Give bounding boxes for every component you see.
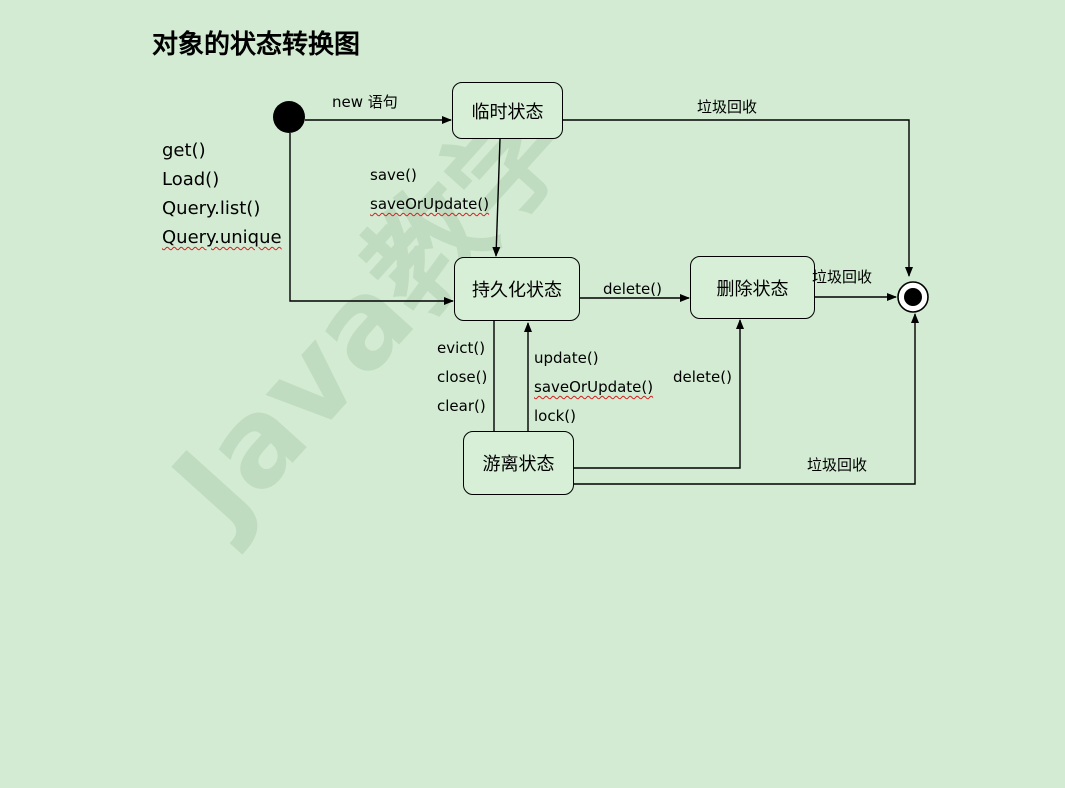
state-diagram: Java教学 对象的状态转换图 临时状态 <box>147 30 929 553</box>
state-detached: 游离状态 <box>463 431 574 495</box>
state-transient-label: 临时状态 <box>471 101 544 123</box>
state-detached-label: 游离状态 <box>482 454 555 475</box>
final-node-dot <box>904 288 922 306</box>
label-gc-detached: 垃圾回收 <box>807 456 868 474</box>
label-query-list: Query.list() <box>162 198 261 219</box>
edge-save <box>492 138 501 257</box>
state-persistent-label: 持久化状态 <box>472 280 562 301</box>
state-persistent: 持久化状态 <box>454 257 580 321</box>
label-close: close() <box>437 368 488 386</box>
state-removed: 删除状态 <box>690 256 815 319</box>
label-update-group: update() saveOrUpdate() lock() <box>534 344 653 431</box>
label-clear: clear() <box>437 397 486 415</box>
state-removed-label: 删除状态 <box>716 278 789 300</box>
initial-node <box>273 101 305 133</box>
label-update: update() <box>534 349 599 367</box>
edge-get-load <box>289 133 454 305</box>
label-gc-removed: 垃圾回收 <box>812 268 873 286</box>
page-title: 对象的状态转换图 <box>152 30 361 60</box>
label-query-unique: Query.unique <box>162 227 282 248</box>
label-save: save() <box>370 166 417 184</box>
label-new-stmt: new 语句 <box>332 93 398 111</box>
edge-delete-detached <box>574 319 744 469</box>
label-delete-persistent: delete() <box>603 280 662 298</box>
label-get: get() <box>162 140 206 161</box>
edge-gc-detached <box>574 313 919 485</box>
label-delete-detached: delete() <box>673 368 732 386</box>
label-save-or-update-2: saveOrUpdate() <box>534 378 654 396</box>
label-evict: evict() <box>437 339 486 357</box>
label-lock: lock() <box>534 407 576 425</box>
label-save-or-update: saveOrUpdate() <box>370 195 490 213</box>
edge-gc-transient <box>563 119 913 277</box>
diagram-connectors <box>273 101 929 485</box>
label-get-group: get() Load() Query.list() Query.unique <box>162 136 282 252</box>
label-load: Load() <box>162 169 220 190</box>
label-gc-transient: 垃圾回收 <box>697 98 758 116</box>
label-evict-group: evict() close() clear() <box>437 334 487 421</box>
label-save-group: save() saveOrUpdate() <box>370 161 489 219</box>
state-transient: 临时状态 <box>452 82 563 139</box>
